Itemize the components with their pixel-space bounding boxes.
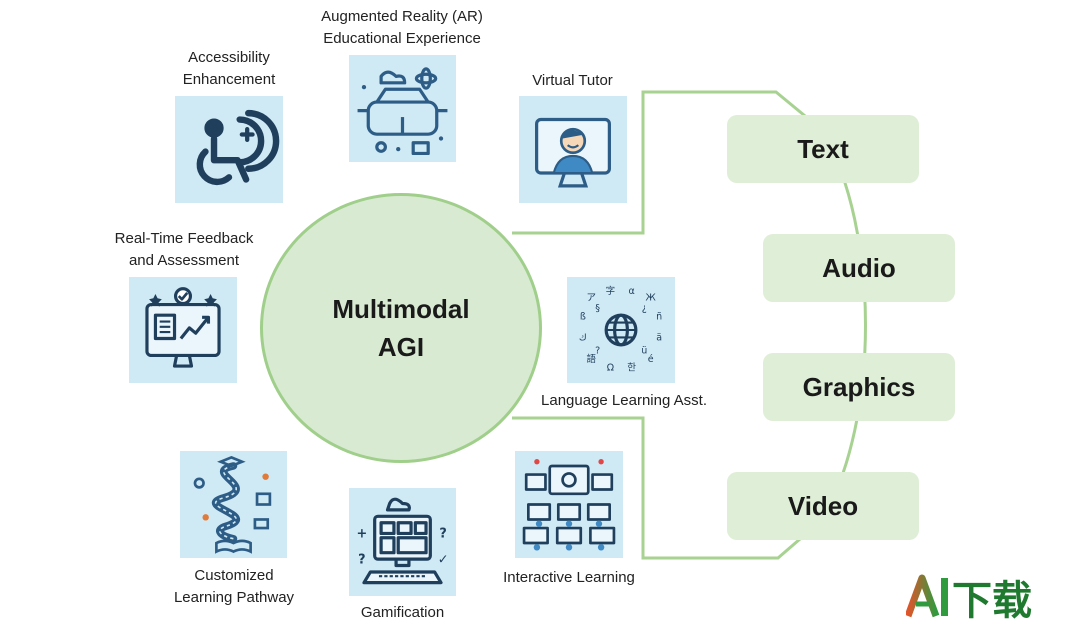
svg-text:語: 語 xyxy=(587,353,597,365)
svg-text:ア: ア xyxy=(587,292,597,303)
svg-text:ñ: ñ xyxy=(656,311,662,322)
svg-text:é: é xyxy=(648,354,654,365)
globe-language-icon: ア字 αЖ ß ñ ك ä 語Ω 한 é § ¿? ü xyxy=(579,285,662,373)
app-label-feedback: Real-Time Feedback and Assessment xyxy=(114,230,254,269)
app-label-pathway: Customized Learning Pathway xyxy=(173,567,295,606)
interactive-learning-icon xyxy=(522,459,616,551)
app-label-gamification: Gamification xyxy=(360,604,445,621)
svg-text:ä: ä xyxy=(656,333,662,344)
app-label-tutor: Virtual Tutor xyxy=(532,72,613,89)
watermark-logo-icon: 下载 xyxy=(904,572,1056,624)
svg-text:Ω: Ω xyxy=(607,362,614,373)
svg-text:ß: ß xyxy=(580,311,586,322)
app-label-language: Language Learning Asst. xyxy=(541,392,707,409)
connector-hub-to-top xyxy=(512,90,823,235)
app-tile-feedback xyxy=(129,277,237,383)
app-tile-accessibility xyxy=(175,96,283,203)
vr-headset-icon xyxy=(357,67,448,156)
app-label-interactive: Interactive Learning xyxy=(503,569,635,586)
watermark-text: 下载 xyxy=(952,578,1032,620)
app-tile-tutor xyxy=(519,96,627,203)
svg-text:?: ? xyxy=(595,345,600,356)
app-tile-interactive xyxy=(515,451,623,558)
svg-text:한: 한 xyxy=(627,362,636,373)
connector-hub-to-bottom xyxy=(512,416,823,560)
svg-text:§: § xyxy=(595,303,600,314)
svg-text:?: ? xyxy=(358,552,365,567)
svg-text:字: 字 xyxy=(606,285,616,297)
modality-label: Graphics xyxy=(802,371,916,402)
svg-text:ü: ü xyxy=(641,345,647,356)
app-label-ar: Augmented Reality (AR) Educational Exper… xyxy=(321,8,483,47)
modality-graphics: Graphics xyxy=(763,353,955,421)
modality-text: Text xyxy=(727,115,919,183)
virtual-tutor-icon xyxy=(535,117,611,188)
svg-text:¿: ¿ xyxy=(642,303,647,314)
pathway-icon xyxy=(193,455,272,554)
gamification-icon: +?? ✓ xyxy=(356,497,449,585)
connector-modalities-arc xyxy=(820,129,867,521)
app-tile-gamification: +?? ✓ xyxy=(349,488,456,596)
multimodal-agi-hub: Multimodal AGI xyxy=(260,193,542,463)
svg-text:?: ? xyxy=(439,527,446,542)
modality-label: Text xyxy=(797,133,849,164)
modality-label: Audio xyxy=(822,252,896,283)
app-label-accessibility: Accessibility Enhancement xyxy=(182,49,276,88)
modality-audio: Audio xyxy=(763,234,955,302)
svg-text:α: α xyxy=(628,286,634,297)
app-tile-pathway xyxy=(180,451,287,558)
modality-video: Video xyxy=(727,472,919,540)
svg-text:✓: ✓ xyxy=(438,552,449,567)
svg-text:+: + xyxy=(356,527,367,542)
hub-label: Multimodal AGI xyxy=(332,294,470,362)
feedback-monitor-icon xyxy=(145,287,221,368)
modality-label: Video xyxy=(787,490,859,521)
svg-text:Ж: Ж xyxy=(646,292,657,303)
accessibility-icon xyxy=(196,109,280,186)
app-tile-ar xyxy=(349,55,456,162)
svg-text:ك: ك xyxy=(579,333,587,344)
